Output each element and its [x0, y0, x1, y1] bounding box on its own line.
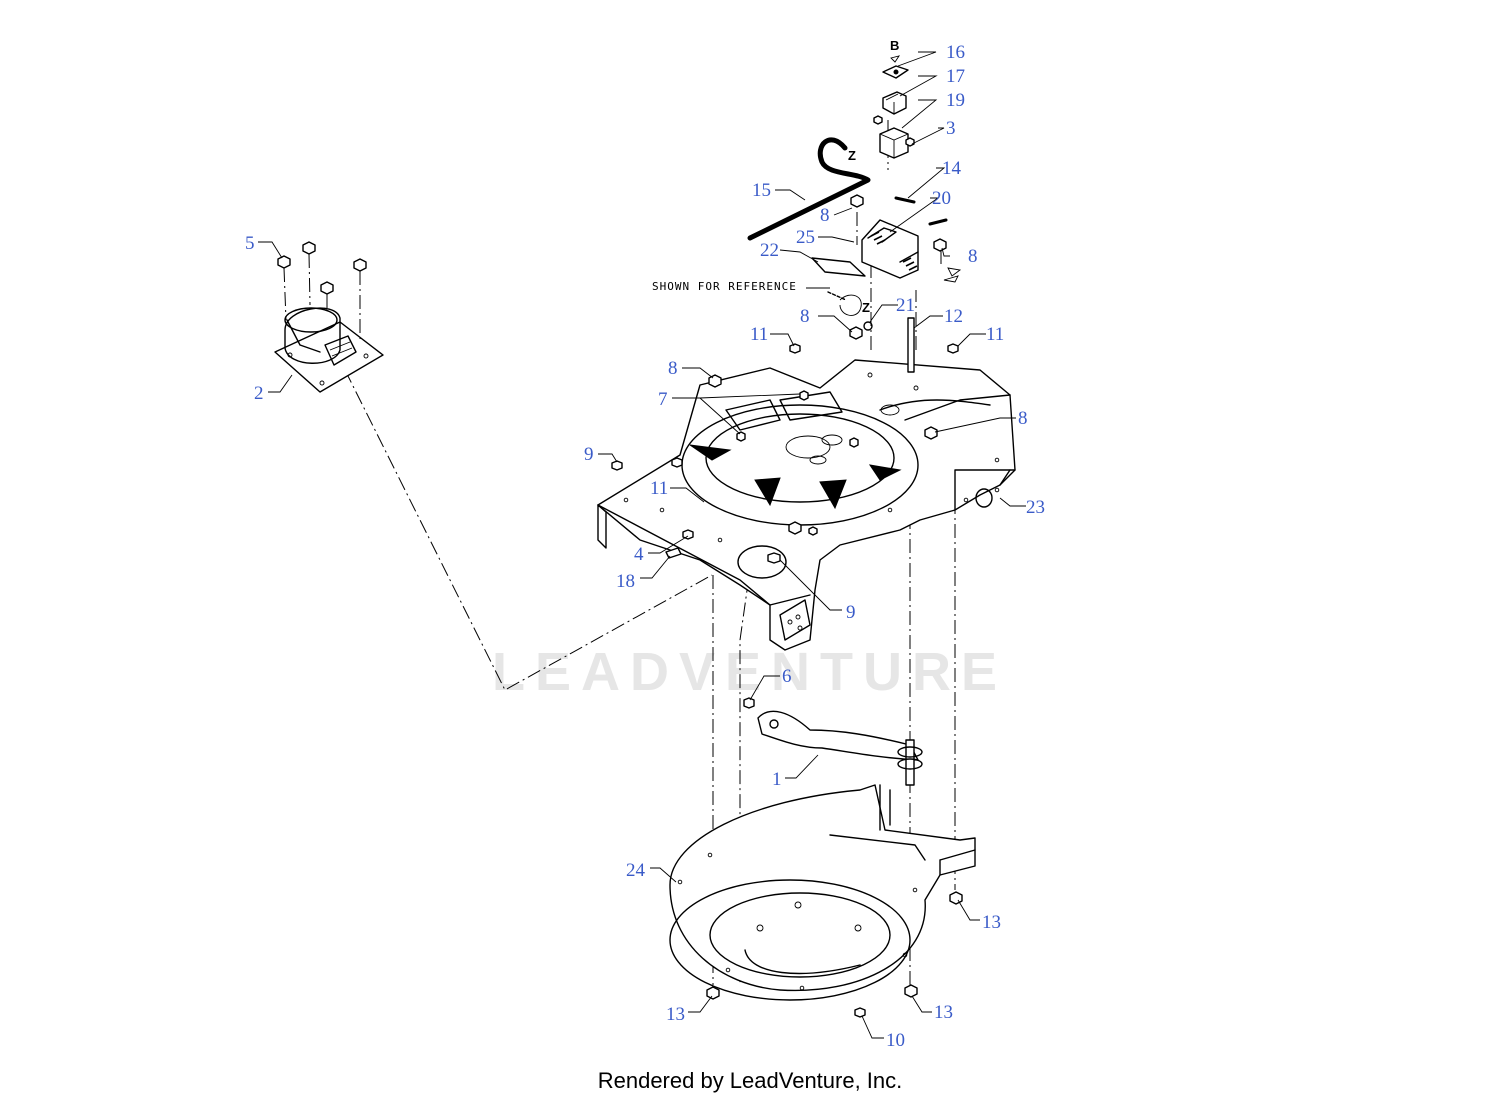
callout-1: 1 [772, 769, 782, 790]
callout-8-b: 8 [968, 246, 978, 267]
callout-7: 7 [658, 389, 668, 410]
letter-b-glyph: B [890, 38, 899, 53]
callout-13-b: 13 [666, 1004, 685, 1025]
watermark: LEADVENTURE [492, 642, 1007, 702]
callout-8-d: 8 [668, 358, 678, 379]
callout-19: 19 [946, 90, 965, 111]
callout-20: 20 [932, 188, 951, 209]
callout-9-a: 9 [584, 444, 594, 465]
callout-8-a: 8 [820, 205, 830, 226]
letter-z-glyph: Z [848, 148, 856, 163]
callout-12: 12 [944, 306, 963, 327]
shown-for-reference-note: SHOWN FOR REFERENCE [652, 280, 797, 293]
render-credit-footer: Rendered by LeadVenture, Inc. [597, 1068, 903, 1093]
leader-lines [258, 51, 1026, 1039]
callout-13-c: 13 [934, 1002, 953, 1023]
callout-24: 24 [626, 860, 646, 881]
callout-23: 23 [1026, 497, 1045, 518]
callout-4: 4 [634, 544, 644, 565]
callout-2: 2 [254, 383, 264, 404]
callout-25: 25 [796, 227, 815, 248]
callout-8-c: 8 [800, 306, 810, 327]
upper-linkage-parts: B Z Z [747, 38, 962, 373]
callout-18: 18 [616, 571, 635, 592]
lever-arm-part [743, 697, 923, 786]
callout-11-c: 11 [650, 478, 668, 499]
callout-11-b: 11 [986, 324, 1004, 345]
chute-base-part [274, 307, 384, 393]
callout-numbers: 16 17 19 3 14 15 20 8 25 22 8 21 8 12 11… [245, 42, 1045, 1051]
bottom-housing-part [669, 784, 976, 1001]
callout-5: 5 [245, 233, 255, 254]
callout-10: 10 [886, 1030, 905, 1051]
callout-6: 6 [782, 666, 792, 687]
nut-fastener-group [277, 241, 367, 340]
callout-8-e: 8 [1018, 408, 1028, 429]
callout-11-a: 11 [750, 324, 768, 345]
callout-16: 16 [946, 42, 965, 63]
letter-z-glyph-lower: Z [862, 300, 870, 315]
callout-22: 22 [760, 240, 779, 261]
housing-fasteners [611, 194, 959, 564]
callout-14: 14 [942, 158, 962, 179]
callout-15: 15 [752, 180, 771, 201]
callout-9-b: 9 [846, 602, 856, 623]
callout-13-a: 13 [982, 912, 1001, 933]
main-housing-part [597, 359, 1016, 651]
callout-21: 21 [896, 295, 915, 316]
callout-17: 17 [946, 66, 965, 87]
callout-3: 3 [946, 118, 956, 139]
